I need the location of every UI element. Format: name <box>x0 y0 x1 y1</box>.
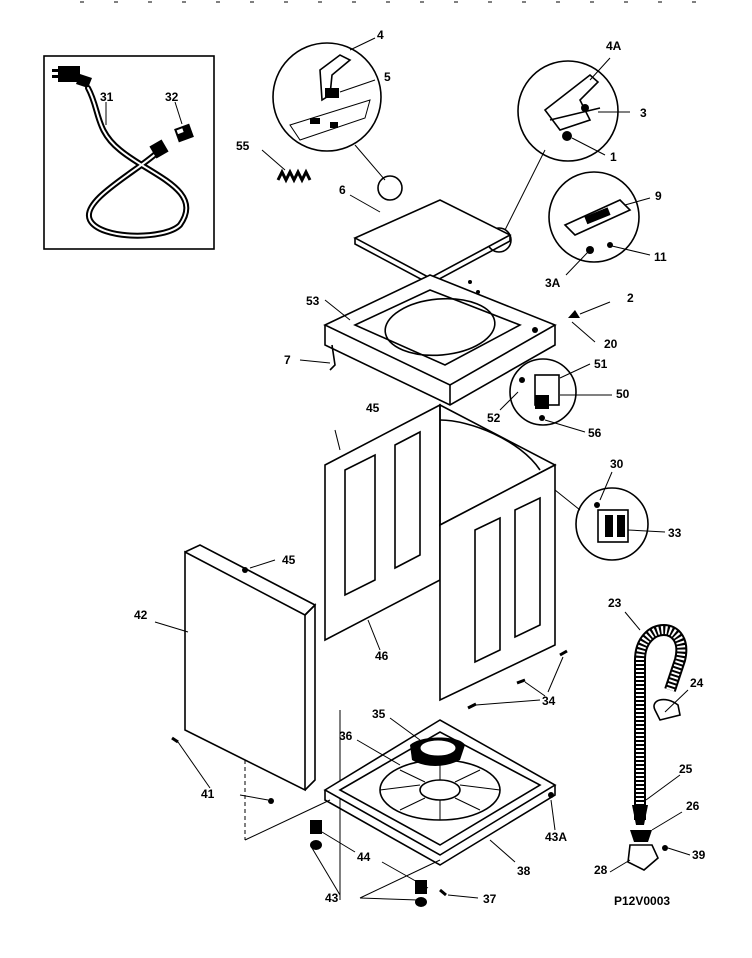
callout-51: 51 <box>594 357 608 371</box>
callout-41: 41 <box>201 787 215 801</box>
callout-6: 6 <box>339 183 346 197</box>
callout-25: 25 <box>679 762 693 776</box>
lid-panel <box>349 194 512 285</box>
front-panel <box>154 544 317 804</box>
callout-50: 50 <box>616 387 630 401</box>
callout-1: 1 <box>610 150 617 164</box>
callout-4: 4 <box>377 28 384 42</box>
top-screw <box>568 301 611 343</box>
leveling-feet <box>310 820 479 907</box>
callout-26: 26 <box>686 799 700 813</box>
callout-39: 39 <box>692 848 706 862</box>
callout-31: 31 <box>100 90 114 104</box>
side-screws <box>467 649 568 710</box>
hinge-locator-circle <box>377 175 403 201</box>
strain-relief <box>149 123 194 159</box>
lid-switch-detail <box>548 171 651 276</box>
callout-46: 46 <box>375 649 389 663</box>
callout-5: 5 <box>384 70 391 84</box>
callout-7: 7 <box>284 353 291 367</box>
callout-36: 36 <box>339 729 353 743</box>
lid-hinge-detail <box>272 37 382 152</box>
lid-spring <box>261 149 312 184</box>
callout-52: 52 <box>487 411 501 425</box>
callout-11: 11 <box>654 250 667 264</box>
callout-9: 9 <box>655 189 662 203</box>
callout-28: 28 <box>594 863 608 877</box>
hinge-bracket-detail <box>517 57 630 162</box>
callout-35: 35 <box>372 707 386 721</box>
water-valve-detail <box>554 471 666 561</box>
cabinet-frame <box>324 403 557 702</box>
callout-24: 24 <box>690 676 704 690</box>
callout-37: 37 <box>483 892 497 906</box>
callout-34: 34 <box>542 694 556 708</box>
callout-55: 55 <box>236 139 250 153</box>
callout-38: 38 <box>517 864 531 878</box>
callout-45-upper: 45 <box>366 401 380 415</box>
callout-33: 33 <box>668 526 682 540</box>
callout-43a: 43A <box>545 830 567 844</box>
timer-switch-detail <box>499 358 612 433</box>
callout-3: 3 <box>640 106 647 120</box>
callout-20: 20 <box>604 337 618 351</box>
callout-32: 32 <box>165 90 179 104</box>
callout-23: 23 <box>608 596 622 610</box>
power-plug <box>52 66 92 88</box>
callout-42: 42 <box>134 608 148 622</box>
alignment-lines <box>244 710 341 900</box>
drain-hose-assembly <box>609 611 691 873</box>
base-frame <box>323 717 557 866</box>
callout-4a: 4A <box>606 39 622 53</box>
callout-43: 43 <box>325 891 339 905</box>
callout-44: 44 <box>357 850 371 864</box>
callout-45-lower: 45 <box>282 553 296 567</box>
top-panel <box>299 274 557 406</box>
callout-3a: 3A <box>545 276 561 290</box>
callout-30: 30 <box>610 457 624 471</box>
callout-2: 2 <box>627 291 634 305</box>
power-cord-inset <box>43 55 215 250</box>
callout-labels: 4 5 4A 3 1 31 32 55 6 9 11 3A 2 53 20 7 … <box>100 28 706 908</box>
diagram-code: P12V0003 <box>614 894 670 908</box>
callout-53: 53 <box>306 294 320 308</box>
callout-56: 56 <box>588 426 602 440</box>
